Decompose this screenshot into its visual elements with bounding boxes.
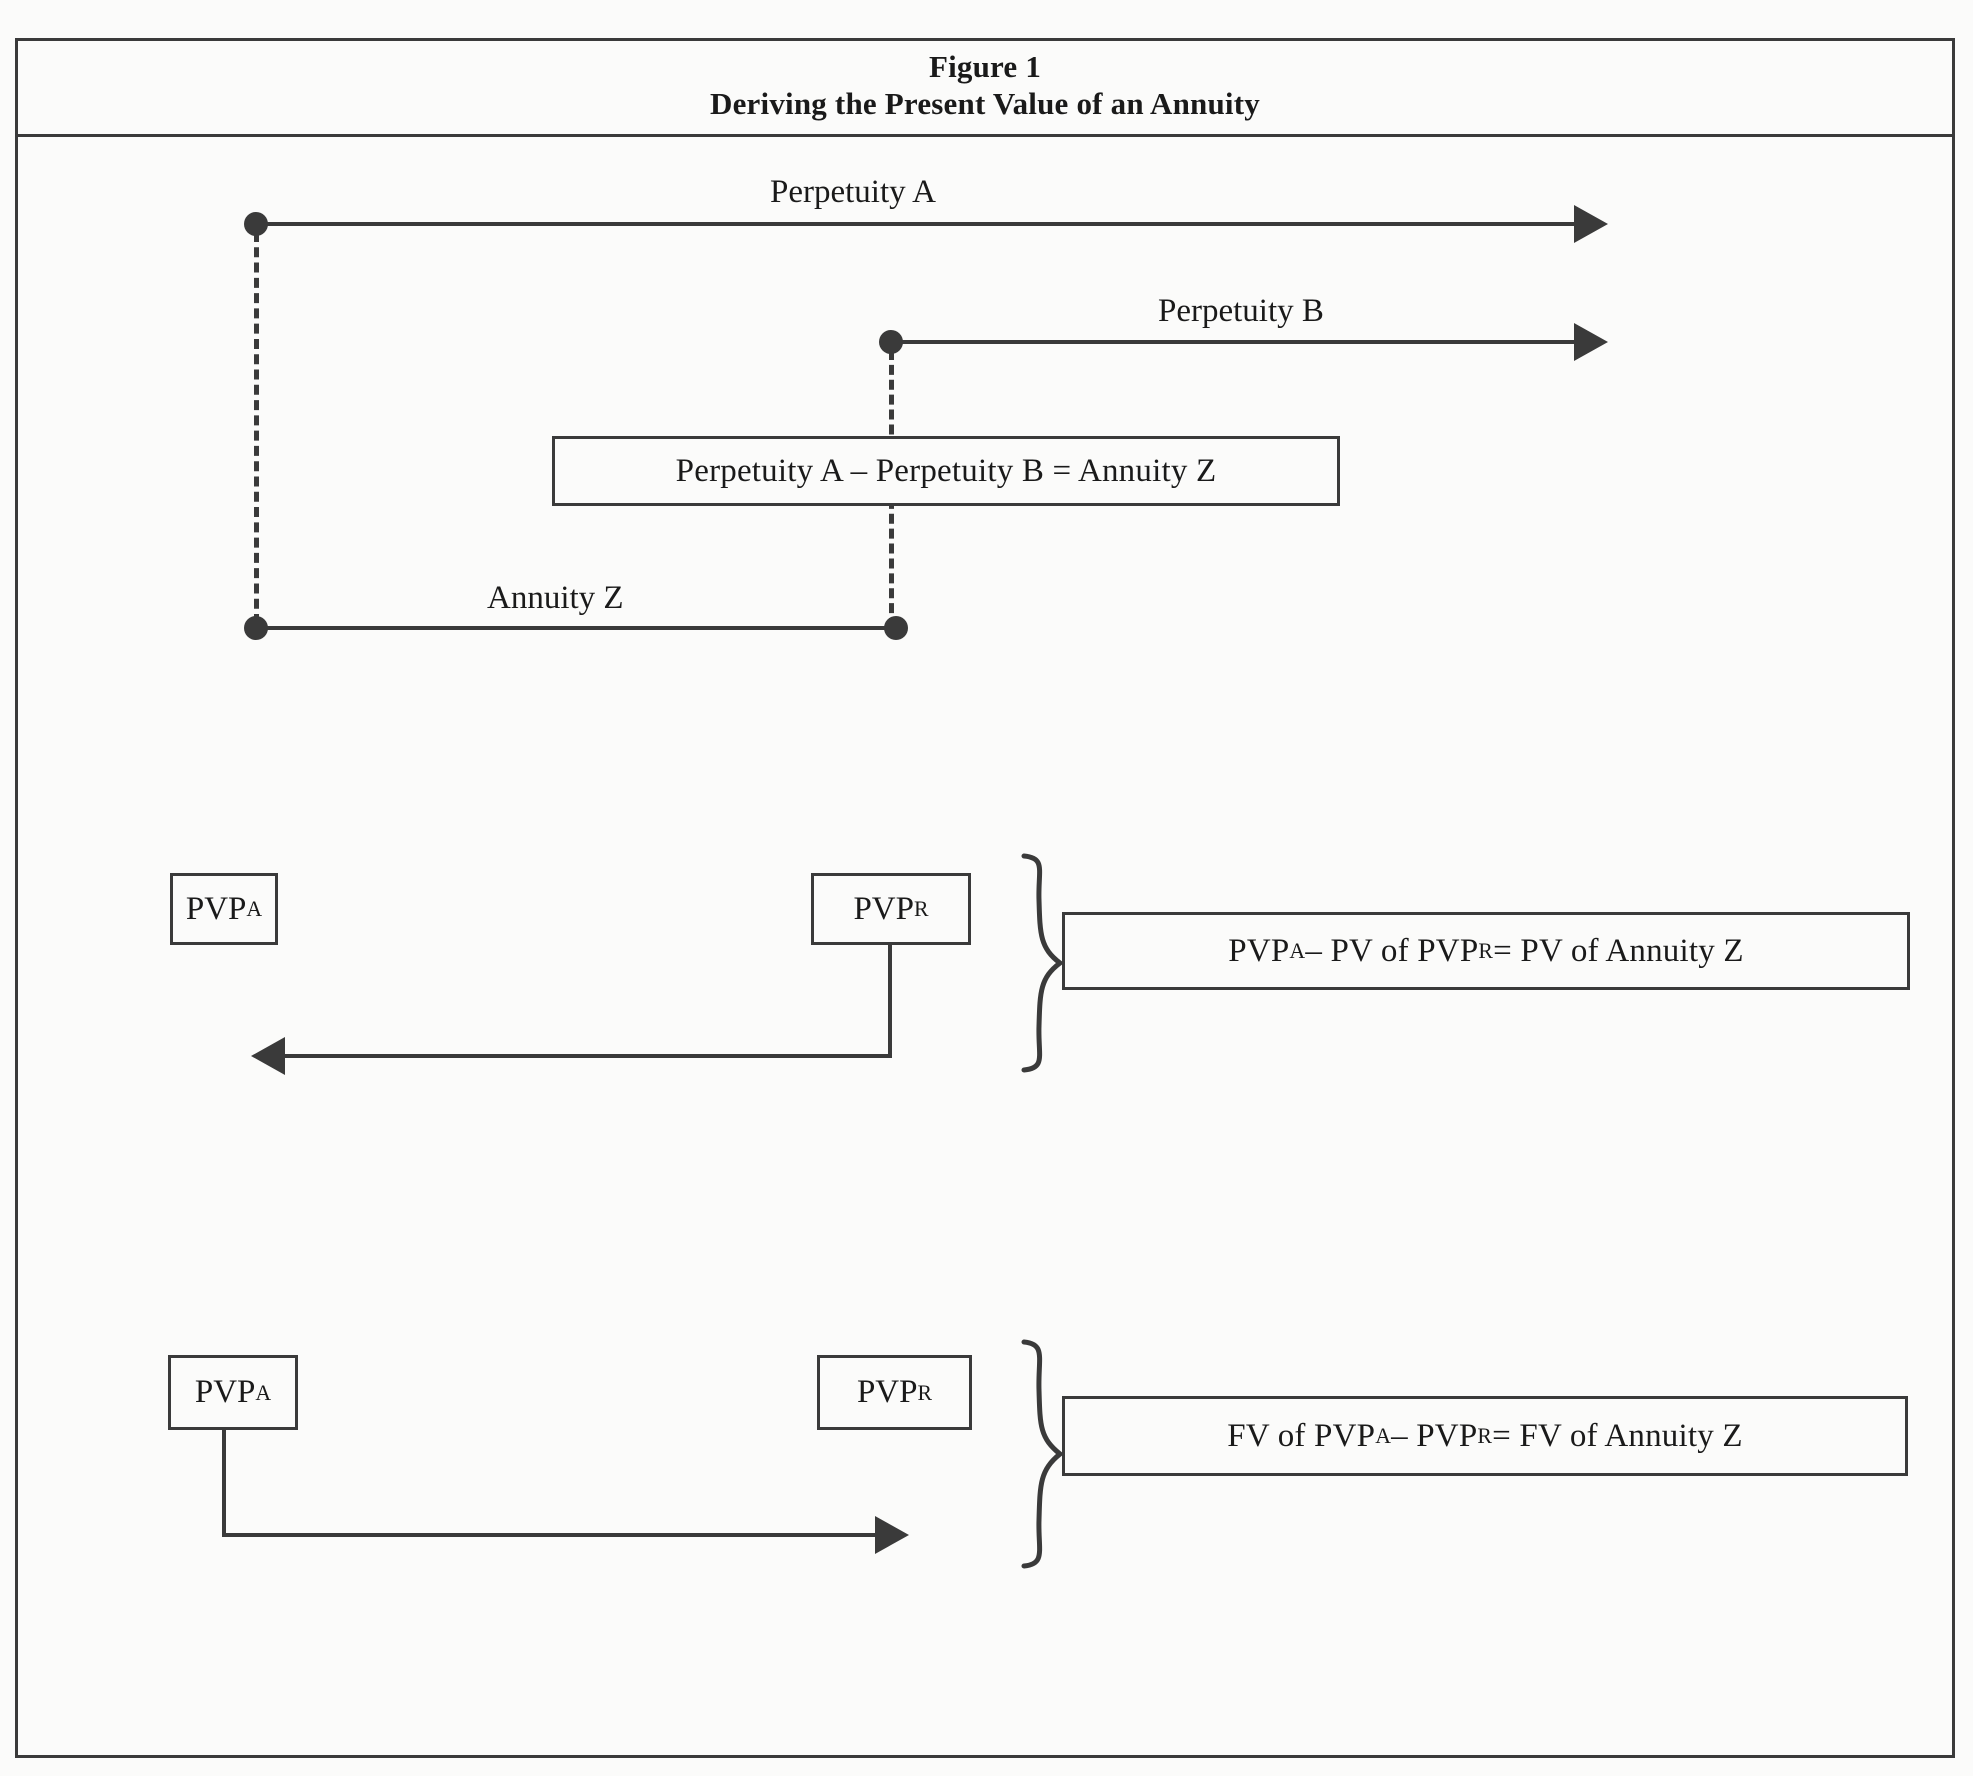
perpetuity-a-arrowhead xyxy=(1574,205,1608,243)
fv-elbow-arrowhead xyxy=(875,1516,909,1554)
pv-section-brace xyxy=(1012,852,1072,1074)
fv-eq-suffix: = FV of Annuity Z xyxy=(1492,1417,1743,1454)
pv-eq-mid: – PV of PVP xyxy=(1305,932,1479,969)
perpetuity-a-label: Perpetuity A xyxy=(770,174,936,210)
pv-elbow-vertical xyxy=(888,945,892,1058)
fv-elbow-horizontal xyxy=(222,1533,877,1537)
pv-elbow-horizontal xyxy=(285,1054,892,1058)
pv-pvpa-text: PVP xyxy=(185,890,247,927)
fv-section-brace xyxy=(1012,1338,1072,1570)
pv-elbow-arrowhead xyxy=(251,1037,285,1075)
annuity-z-end-dot xyxy=(884,616,908,640)
fv-eq-prefix: FV of PVP xyxy=(1227,1417,1376,1454)
identity-equation-box: Perpetuity A – Perpetuity B = Annuity Z xyxy=(552,436,1340,506)
fv-elbow-vertical xyxy=(222,1430,226,1537)
perpetuity-b-arrowhead xyxy=(1574,323,1608,361)
pv-pvpr-text: PVP xyxy=(853,890,914,927)
figure-number: Figure 1 xyxy=(928,49,1042,85)
perpetuity-b-label: Perpetuity B xyxy=(1158,293,1324,329)
figure-border xyxy=(15,38,1955,1758)
perpetuity-a-line xyxy=(256,222,1576,226)
dashed-connector-left xyxy=(254,232,259,624)
fv-eq-mid: – PVP xyxy=(1391,1417,1478,1454)
annuity-z-start-dot xyxy=(244,616,268,640)
annuity-z-line xyxy=(256,626,896,630)
perpetuity-b-line xyxy=(891,340,1576,344)
figure-title-block: Figure 1 Deriving the Present Value of a… xyxy=(15,38,1955,137)
fv-pvpr-text: PVP xyxy=(856,1374,918,1410)
fv-pvpa-text: PVP xyxy=(194,1374,256,1410)
annuity-z-label: Annuity Z xyxy=(487,580,624,616)
pv-eq-suffix: = PV of Annuity Z xyxy=(1493,932,1744,969)
pv-eq-prefix: PVP xyxy=(1228,932,1290,969)
page-title: Deriving the Present Value of an Annuity xyxy=(710,86,1260,121)
